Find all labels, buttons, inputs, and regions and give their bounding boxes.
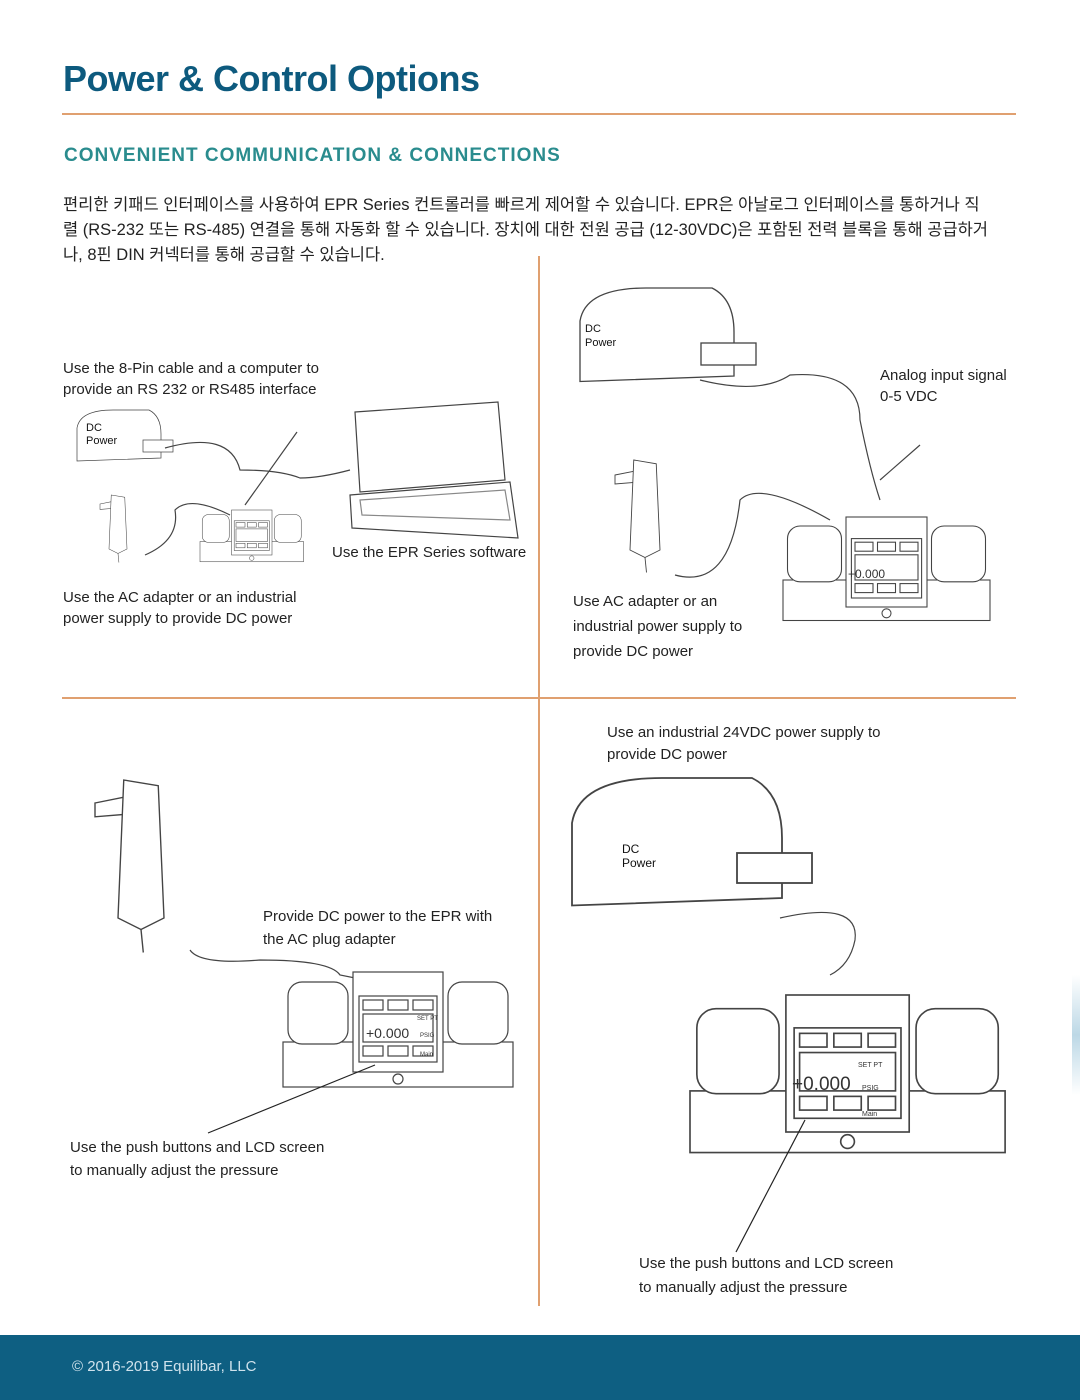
ac-adapter-small — [99, 494, 128, 563]
cable — [189, 949, 366, 981]
copyright: © 2016-2019 Equilibar, LLC — [72, 1358, 257, 1375]
cable — [879, 444, 921, 481]
caption-line: Use the push buttons and LCD screen — [639, 1255, 894, 1272]
buttons-caption-left: Use the push buttons and LCD screen to m… — [70, 1136, 324, 1182]
power-label: Power — [585, 337, 617, 349]
setpt-label: SET PT — [858, 1062, 883, 1069]
adapter-caption: Use the AC adapter or an industrial powe… — [63, 589, 297, 627]
pointer-line — [735, 1119, 806, 1253]
caption-line: Use an industrial 24VDC power supply to — [607, 724, 881, 741]
epr-device-small — [199, 509, 304, 563]
power-label: Power — [86, 435, 118, 447]
power-label: Power — [622, 856, 656, 870]
cable — [674, 492, 831, 578]
pointer-line — [207, 1064, 376, 1134]
divider — [62, 113, 1016, 115]
lcd-value: +0.000 — [848, 567, 885, 581]
caption-line: provide DC power — [573, 643, 694, 660]
analog-cable — [699, 373, 881, 501]
main-label: Main — [420, 1052, 433, 1058]
software-caption: Use the EPR Series software — [332, 544, 527, 561]
horizontal-divider — [62, 697, 1016, 699]
caption-line: Use the push buttons and LCD screen — [70, 1139, 325, 1156]
adapter-caption-right: Use AC adapter or an industrial power su… — [573, 589, 742, 664]
main-label: Main — [862, 1111, 877, 1118]
epr-device — [782, 516, 991, 622]
caption-line: Use AC adapter or an — [573, 593, 718, 610]
laptop-drawing — [349, 401, 519, 539]
intro-paragraph: 편리한 키패드 인터페이스를 사용하여 EPR Series 컨트롤러를 빠르게… — [63, 196, 988, 264]
analog-caption-line2: 0-5 VDC — [880, 388, 938, 405]
lcd-value: +0.000 — [792, 1074, 851, 1095]
caption-line: provide DC power — [607, 746, 728, 763]
setpt-label: SET PT — [417, 1016, 438, 1022]
psig-label: PSIG — [862, 1085, 879, 1092]
ac-plug-adapter — [94, 779, 165, 954]
cable — [779, 911, 856, 976]
dc-label: DC — [585, 323, 601, 335]
footer-bar — [0, 1335, 1080, 1400]
dc-power-supply-24v — [571, 777, 813, 907]
dc-power-supply — [579, 287, 757, 383]
cable — [244, 431, 298, 506]
section-heading: CONVENIENT COMMUNICATION & CONNECTIONS — [64, 145, 561, 166]
dc-label: DC — [86, 422, 102, 434]
buttons-caption-right: Use the push buttons and LCD screen to m… — [639, 1252, 893, 1300]
caption-line: Provide DC power to the EPR with — [263, 908, 493, 925]
analog-caption-line1: Analog input signal — [880, 367, 1007, 384]
cable-caption: Use the 8-Pin cable and a computer to pr… — [63, 360, 319, 398]
caption-line: to manually adjust the pressure — [70, 1162, 279, 1179]
ac-adapter — [614, 459, 661, 573]
caption-line: industrial power supply to — [573, 618, 743, 635]
caption-line: the AC plug adapter — [263, 931, 396, 948]
caption-line: to manually adjust the pressure — [639, 1279, 848, 1296]
page-edge-decoration — [1072, 975, 1080, 1095]
dc-label: DC — [622, 842, 640, 856]
illustrations: DC Power DC Power +0.000 +0.000 SET PT P… — [76, 287, 1006, 1253]
lcd-value: +0.000 — [366, 1025, 409, 1041]
psig-label: PSIG — [420, 1033, 435, 1039]
page-title: Power & Control Options — [63, 58, 480, 99]
plug-caption: Provide DC power to the EPR with the AC … — [263, 905, 492, 951]
cable — [144, 503, 231, 556]
vertical-divider — [538, 256, 540, 1306]
supply-caption: Use an industrial 24VDC power supply to … — [607, 722, 880, 766]
cable — [164, 441, 351, 479]
